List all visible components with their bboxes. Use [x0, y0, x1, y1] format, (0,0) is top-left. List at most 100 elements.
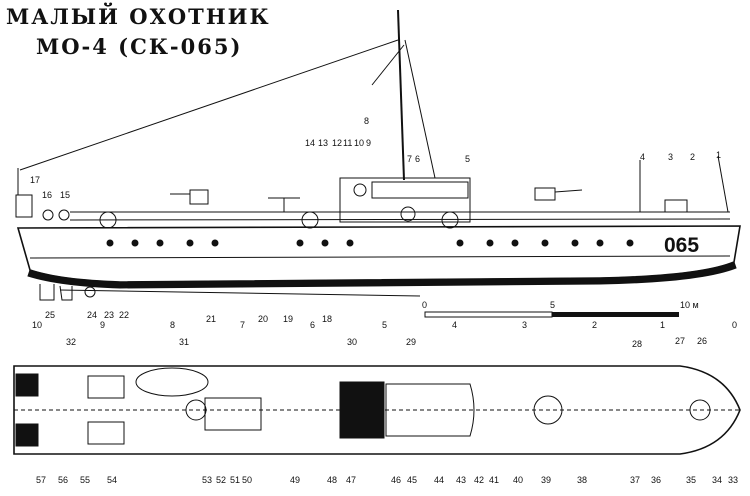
hull-number: 065: [664, 234, 699, 257]
callout-label: 21: [206, 314, 216, 324]
callout-label: 33: [728, 475, 738, 485]
stern-rack-port: [15, 373, 39, 397]
scale-bar-half: [424, 311, 553, 318]
callout-label: 49: [290, 475, 300, 485]
callout-label: 53: [202, 475, 212, 485]
callout-label: 19: [283, 314, 293, 324]
deckhouse-aft: [204, 397, 262, 431]
jack-staff: [717, 155, 729, 213]
plan-view: [13, 365, 741, 455]
callout-label: 35: [686, 475, 696, 485]
callout-label: 23: [104, 310, 114, 320]
smoke-generator: [42, 209, 54, 221]
callout-label: 44: [434, 475, 444, 485]
callout-label: 31: [179, 337, 189, 347]
searchlight: [353, 183, 367, 197]
drawing-title-line2: МО-4 (СК-065): [36, 34, 243, 59]
aerial-wire: [19, 39, 399, 171]
lifebuoy-1: [400, 206, 416, 222]
callout-label: 24: [87, 310, 97, 320]
frame-mark: 0: [732, 320, 737, 330]
callout-label: 8: [364, 116, 369, 126]
callout-label: 50: [242, 475, 252, 485]
frame-mark: 8: [170, 320, 175, 330]
callout-label: 16: [42, 190, 52, 200]
frame-mark: 2: [592, 320, 597, 330]
frame-mark: 4: [452, 320, 457, 330]
callout-label: 34: [712, 475, 722, 485]
rudder-2: [59, 285, 73, 301]
scale-bar: 0 5 10 м: [422, 300, 699, 318]
callout-label: 52: [216, 475, 226, 485]
callout-label: 28: [632, 339, 642, 349]
hull-outline: [16, 225, 741, 283]
depth-charges-port: [87, 375, 125, 399]
scale-end: 10 м: [680, 300, 699, 310]
rudder: [39, 284, 55, 301]
callout-label: 25: [45, 310, 55, 320]
wheelhouse: [339, 177, 471, 223]
callout-label: 57: [36, 475, 46, 485]
callout-label: 42: [474, 475, 484, 485]
machine-gun: [268, 197, 300, 212]
scale-start: 0: [422, 300, 427, 310]
callout-label: 43: [456, 475, 466, 485]
plan-callouts: 26 27 28 29 30 31 32 33 34 35 36 37 38 3…: [36, 336, 738, 485]
callout-label: 36: [651, 475, 661, 485]
propeller: [84, 286, 96, 298]
aft-gun-mount: [185, 399, 207, 421]
lifebuoy-4: [99, 211, 117, 229]
anchor-windlass: [664, 199, 688, 213]
aft-gun: [170, 189, 209, 205]
callout-label: 29: [406, 337, 416, 347]
depth-charge-rack: [15, 194, 33, 218]
callout-label: 39: [541, 475, 551, 485]
frame-mark: 7: [240, 320, 245, 330]
frame-mark: 3: [522, 320, 527, 330]
callout-label: 51: [230, 475, 240, 485]
callout-label: 18: [322, 314, 332, 324]
bow-gun-mount: [533, 395, 563, 425]
callout-label: 7: [407, 154, 412, 164]
callout-label: 38: [577, 475, 587, 485]
callout-label: 32: [66, 337, 76, 347]
callout-label: 41: [489, 475, 499, 485]
callout-label: 27: [675, 336, 685, 346]
callout-label: 1: [716, 150, 721, 160]
mast: [397, 9, 405, 181]
callout-label: 56: [58, 475, 68, 485]
waterline-band: [27, 261, 737, 289]
yard: [371, 44, 405, 86]
drawing-title-line1: МАЛЫЙ ОХОТНИК: [6, 4, 271, 29]
callout-label: 54: [107, 475, 117, 485]
callout-label: 2: [690, 152, 695, 162]
callout-label: 47: [346, 475, 356, 485]
forward-gun: [534, 187, 583, 201]
callout-label: 37: [630, 475, 640, 485]
callout-label: 22: [119, 310, 129, 320]
scale-mid: 5: [550, 300, 555, 310]
frame-marks: 10 9 8 7 6 5 4 3 2 1 0: [32, 320, 737, 330]
lifebuoy-2: [441, 211, 459, 229]
portholes: [106, 239, 634, 247]
callout-label: 48: [327, 475, 337, 485]
frame-mark: 5: [382, 320, 387, 330]
frame-mark: 9: [100, 320, 105, 330]
side-callouts: 1 2 3 4 5 6 7 8 9 10 11 12 13 14 15 16 1…: [30, 116, 721, 324]
callout-label: 17: [30, 175, 40, 185]
depth-charges-stbd: [87, 421, 125, 445]
windlass-top: [689, 399, 711, 421]
bridge-grating: [339, 381, 385, 439]
callout-label: 55: [80, 475, 90, 485]
callout-label: 5: [465, 154, 470, 164]
frame-mark: 1: [660, 320, 665, 330]
callout-label: 30: [347, 337, 357, 347]
callout-label: 3: [668, 152, 673, 162]
callout-label: 10: [354, 138, 364, 148]
bridge: [371, 181, 469, 199]
callout-label: 46: [391, 475, 401, 485]
callout-label: 40: [513, 475, 523, 485]
stern-rack-stbd: [15, 423, 39, 447]
callout-label: 45: [407, 475, 417, 485]
